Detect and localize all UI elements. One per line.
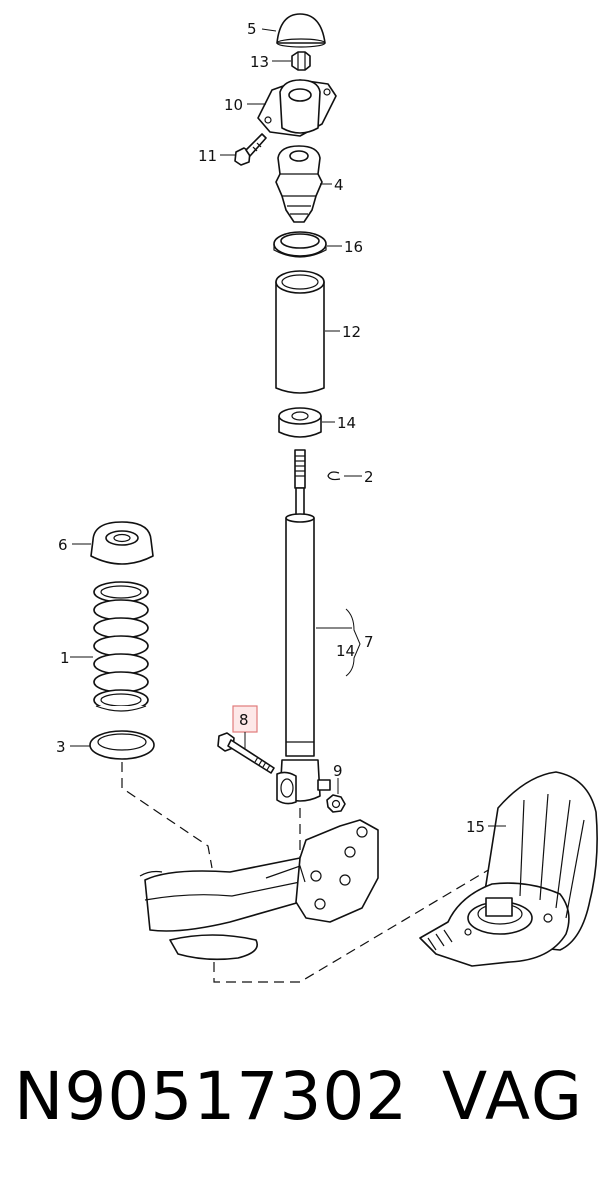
part-11-bolt (234, 133, 267, 166)
part-1-coil-spring (93, 581, 149, 714)
callout-10: 10 (224, 96, 243, 114)
footer: N90517302 VAG (0, 1058, 600, 1168)
part-12-protective-tube (275, 270, 325, 394)
part-5-dust-cap (276, 13, 326, 48)
callout-6: 6 (58, 536, 68, 554)
callout-12: 12 (342, 323, 361, 341)
rear-axle-beam (139, 819, 379, 961)
callout-2: 2 (364, 468, 374, 486)
callout-1: 1 (60, 649, 70, 667)
callout-7: 7 (364, 633, 374, 651)
part-4-bump-stop (275, 145, 323, 223)
brand-label: VAG (441, 1058, 584, 1135)
exploded-parts-diagram: 5 13 10 11 4 16 (56, 13, 598, 983)
callout-14-upper: 14 (337, 414, 356, 432)
part-9-nut (326, 794, 346, 813)
part-13-nut (291, 51, 311, 71)
part-14-bushing (278, 407, 322, 438)
part-3-lower-spring-seat (89, 730, 155, 760)
part-15-shield (419, 771, 598, 967)
callout-4: 4 (334, 176, 344, 194)
callout-13: 13 (250, 53, 269, 71)
callout-3: 3 (56, 738, 66, 756)
callout-9: 9 (333, 762, 343, 780)
part-7-shock-absorber (276, 449, 331, 805)
part-6-spring-seat (90, 521, 154, 565)
highlight-box-8 (232, 705, 258, 733)
callout-8: 8 (239, 711, 249, 729)
callout-14-lower: 14 (336, 642, 355, 660)
part-10-strut-mount (257, 79, 337, 137)
part-number: N90517302 (14, 1058, 409, 1135)
part-8-bolt[interactable] (217, 732, 275, 774)
callout-15: 15 (466, 818, 485, 836)
callout-11: 11 (198, 147, 217, 165)
callout-16: 16 (344, 238, 363, 256)
part-16-ring (273, 231, 327, 258)
callout-5: 5 (247, 20, 257, 38)
part-2-circlip (327, 471, 341, 481)
